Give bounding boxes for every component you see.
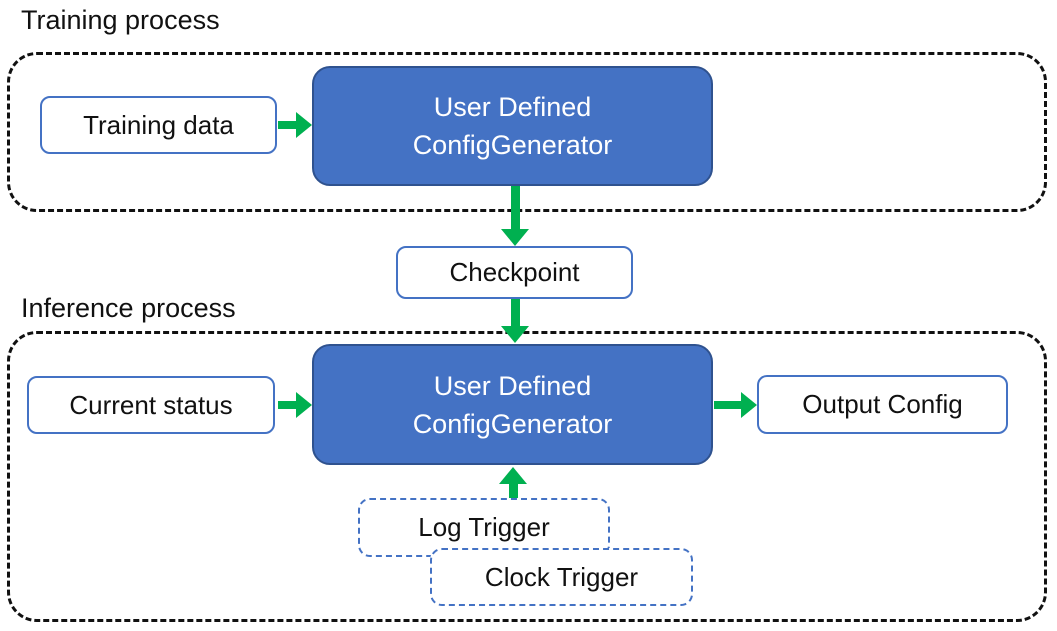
arrow-head [296, 112, 312, 138]
current-status-box: Current status [27, 376, 275, 434]
generator-label-line2: ConfigGenerator [412, 408, 613, 439]
right-arrow-icon [278, 112, 312, 138]
arrow-stem [278, 401, 296, 409]
generator-label-line1: User Defined [433, 370, 592, 401]
generator-label-line1: User Defined [433, 92, 592, 122]
arrow-head [499, 467, 527, 484]
output-config-box: Output Config [757, 375, 1008, 434]
right-arrow-icon [278, 392, 312, 418]
training-process-container [7, 52, 1047, 212]
arrow-head [501, 326, 529, 343]
down-arrow-icon [501, 186, 529, 246]
arrow-stem [510, 299, 520, 326]
training-config-generator-box: User Defined ConfigGenerator [312, 66, 713, 186]
up-arrow-icon [499, 467, 527, 498]
arrow-stem [510, 186, 520, 229]
training-section-label: Training process [21, 5, 220, 35]
arrow-stem [714, 401, 741, 409]
log-trigger-box: Log Trigger [358, 498, 610, 557]
arrow-head [501, 229, 529, 246]
arrow-stem [278, 121, 296, 129]
arrow-stem [508, 484, 518, 498]
clock-trigger-box: Clock Trigger [430, 548, 693, 606]
down-arrow-icon [501, 299, 529, 343]
arrow-head [296, 392, 312, 418]
right-arrow-icon [714, 392, 757, 418]
inference-section-label: Inference process [21, 293, 236, 323]
inference-config-generator-box: User Defined ConfigGenerator [312, 344, 713, 465]
generator-label-line2: ConfigGenerator [412, 130, 613, 160]
training-data-box: Training data [40, 96, 277, 154]
checkpoint-box: Checkpoint [396, 246, 633, 299]
arrow-head [741, 392, 757, 418]
